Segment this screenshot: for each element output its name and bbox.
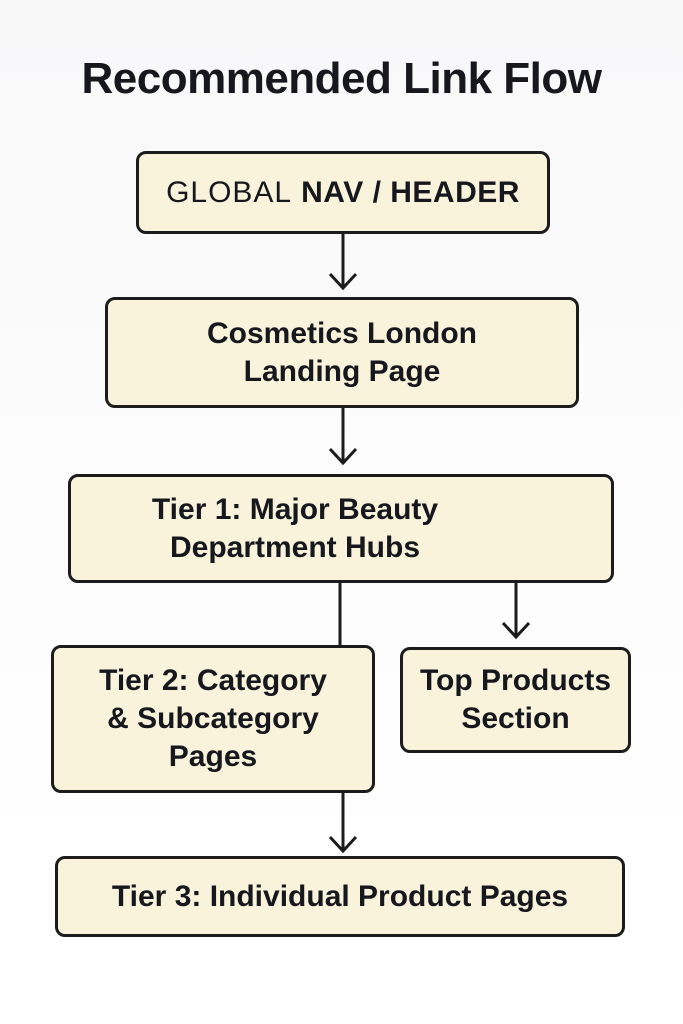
node-tier3-product-pages: Tier 3: Individual Product Pages: [55, 856, 625, 937]
arrow-global-to-landing: [328, 234, 358, 291]
node-global-nav-label-light: GLOBAL: [166, 175, 293, 209]
node-landing-line1: Cosmetics London: [206, 316, 477, 350]
node-global-nav-label-bold: NAV / HEADER: [301, 175, 520, 209]
node-tier1-text: Tier 1: Major Beauty Department Hubs: [91, 491, 499, 567]
node-landing-line2: Landing Page: [243, 354, 441, 388]
node-tier1-line2: Department Hubs: [169, 530, 421, 564]
node-global-nav: GLOBAL NAV / HEADER: [136, 151, 550, 234]
node-tier1-department-hubs: Tier 1: Major Beauty Department Hubs: [68, 474, 614, 583]
arrow-tier1-to-top-products: [501, 583, 531, 640]
node-top-products-line1: Top Products: [419, 664, 612, 697]
arrow-tier2-to-tier3: [328, 791, 358, 854]
node-top-products-line2: Section: [461, 702, 570, 735]
node-tier2-line1: Tier 2: Category: [99, 664, 327, 697]
node-tier3-line1: Tier 3: Individual Product Pages: [111, 879, 569, 913]
node-tier2-category-pages: Tier 2: Category & Subcategory Pages: [51, 645, 375, 793]
node-tier1-line1: Tier 1: Major Beauty: [151, 492, 439, 526]
arrow-landing-to-tier1: [328, 408, 358, 466]
page-title: Recommended Link Flow: [81, 54, 602, 103]
node-tier2-line2: & Subcategory: [107, 702, 319, 735]
node-top-products-section: Top Products Section: [400, 647, 631, 753]
node-tier2-line3: Pages: [168, 740, 258, 773]
node-landing-page: Cosmetics London Landing Page: [105, 297, 579, 408]
